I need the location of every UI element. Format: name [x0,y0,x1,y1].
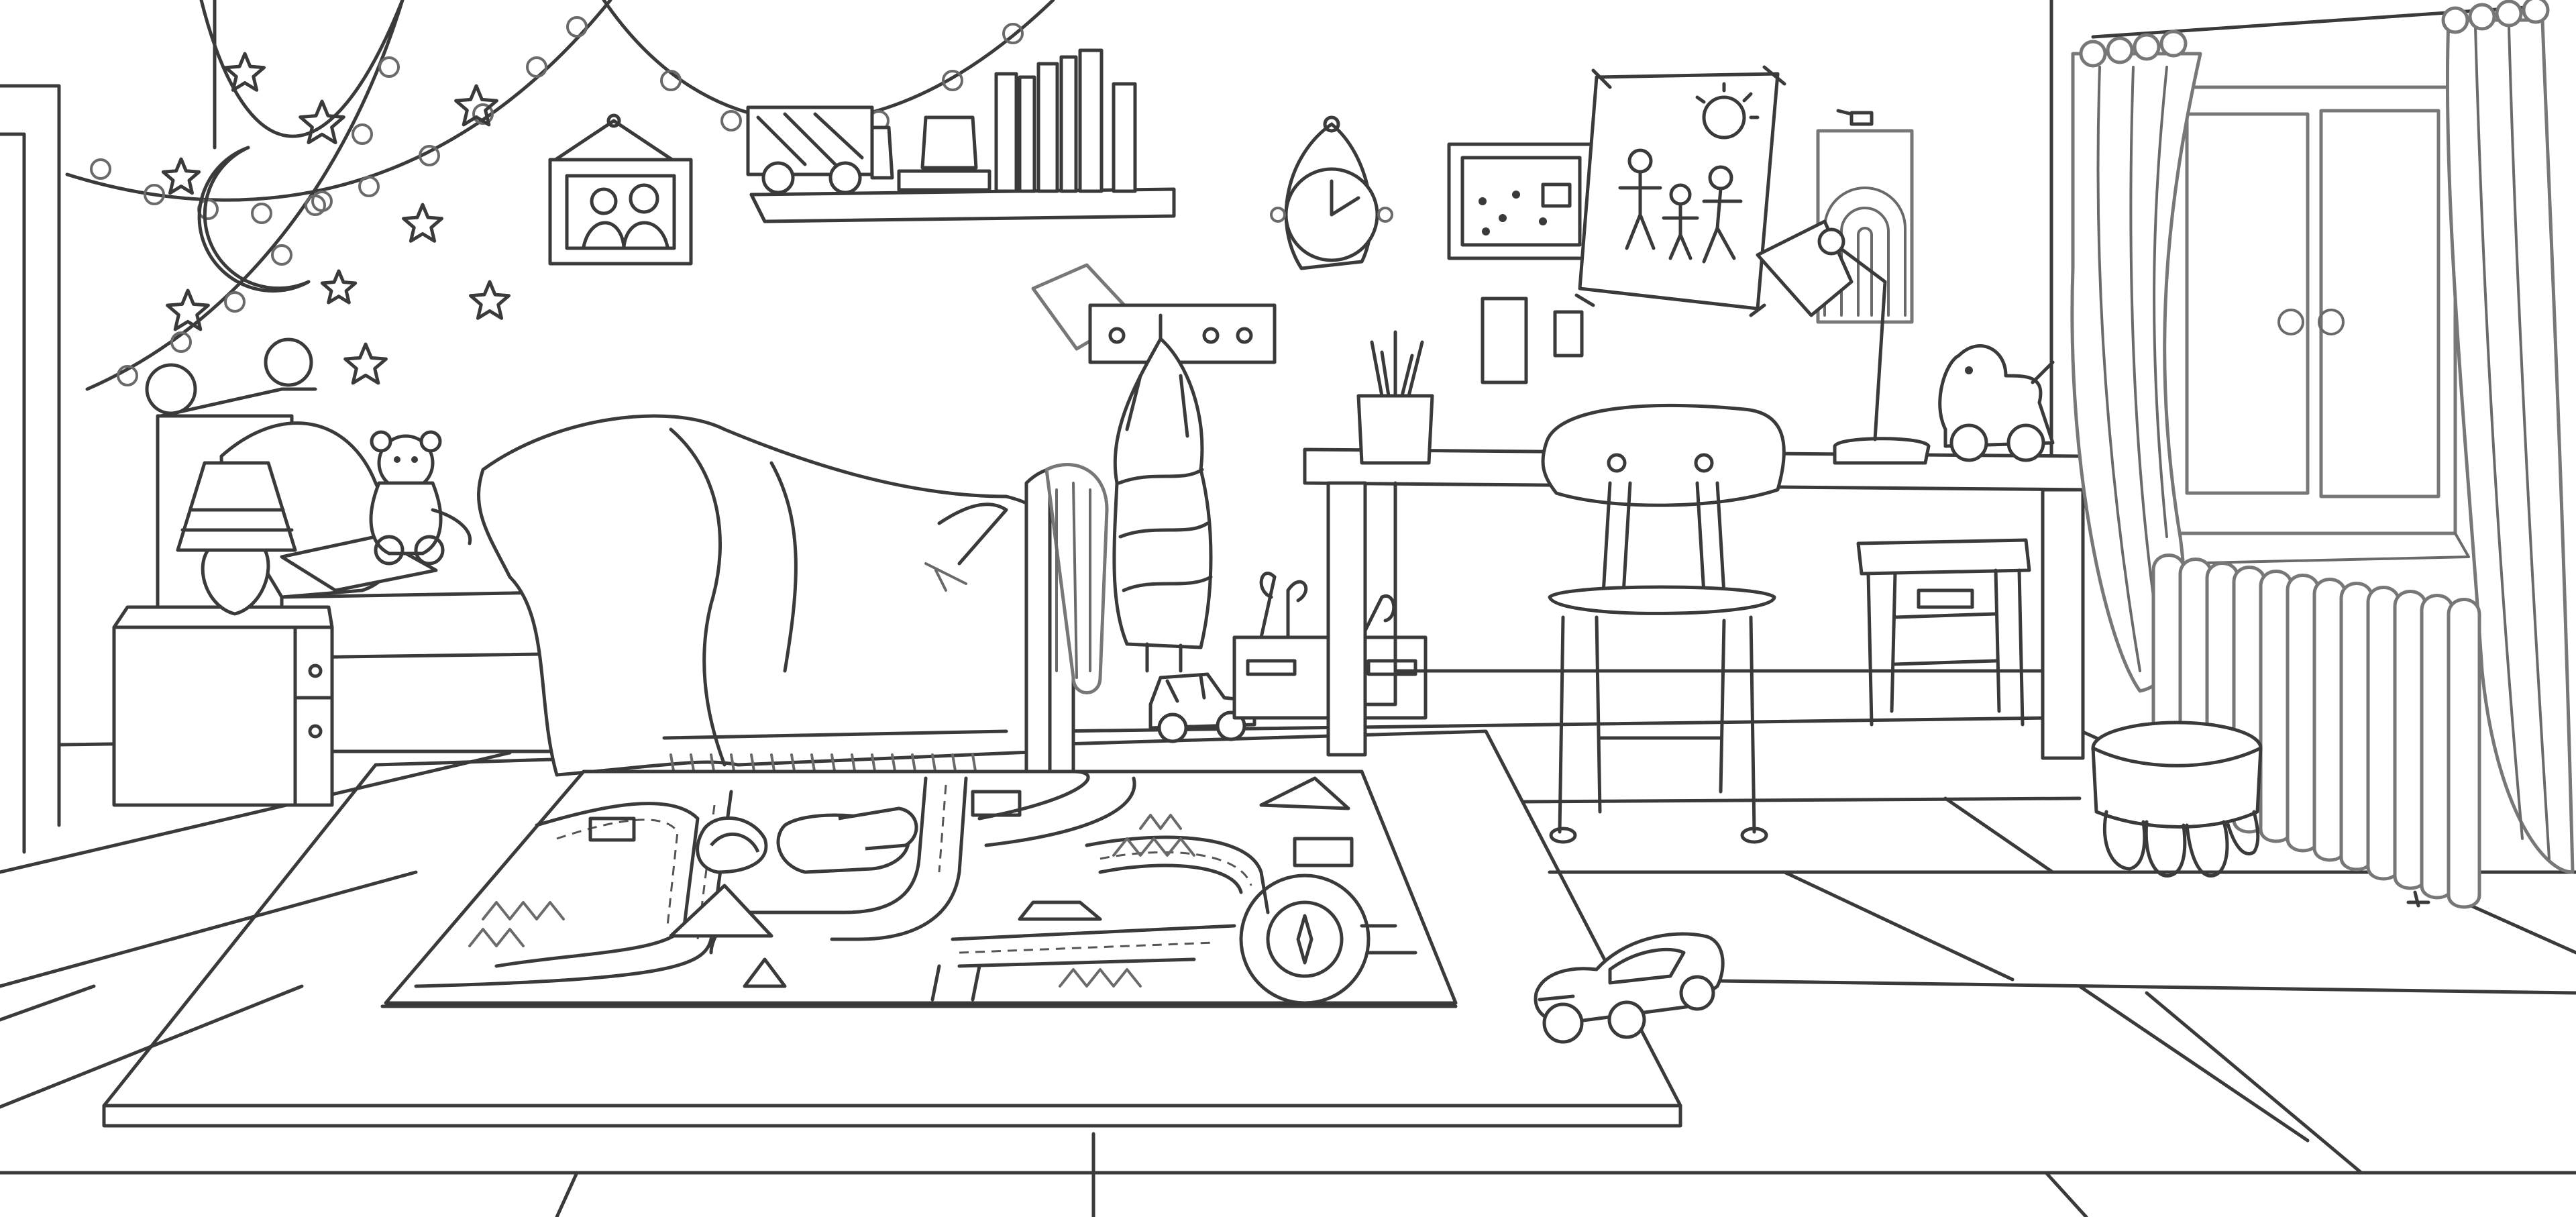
floor-platform [102,729,1682,1108]
star-2 [299,99,345,144]
star-6 [320,269,358,305]
stars [161,52,511,385]
books [897,48,1137,193]
corkboard [1447,142,1595,260]
child-drawing [1574,65,1786,317]
star-7 [469,280,511,320]
desk-chair [1541,403,1786,844]
window [2158,85,2470,565]
star-1 [224,52,266,92]
toy-car-large [1534,932,1725,1044]
pencil-cup [1356,330,1434,465]
curtains [2070,0,2575,874]
string-lights [65,0,1055,415]
desk-lamp [1756,219,1931,465]
radiator-fin [2447,598,2481,909]
framed-family-photo [548,113,693,266]
door-frame [0,84,61,827]
toy-duck [1938,344,2055,462]
road-play-rug [380,770,1458,1008]
moon-ornament [197,0,311,293]
toy-truck [746,105,894,195]
ottoman [2091,721,2263,878]
star-4 [402,203,443,243]
star-9 [343,342,388,385]
star-5 [161,157,201,195]
floor-tiles [0,751,2576,1217]
table-lamp [176,461,297,616]
step-stool [1856,538,2031,727]
coat-hooks [1088,303,1277,364]
teddy-bear [369,430,472,566]
star-3 [454,84,498,127]
wall-clock [1270,115,1393,270]
rainbow-picture [1816,109,1914,324]
jacket [1112,313,1213,673]
wall-shelf [749,187,1176,223]
radiator-valve [2406,890,2430,908]
slippers [696,806,918,874]
nightstand [112,605,334,807]
star-8 [166,288,210,331]
